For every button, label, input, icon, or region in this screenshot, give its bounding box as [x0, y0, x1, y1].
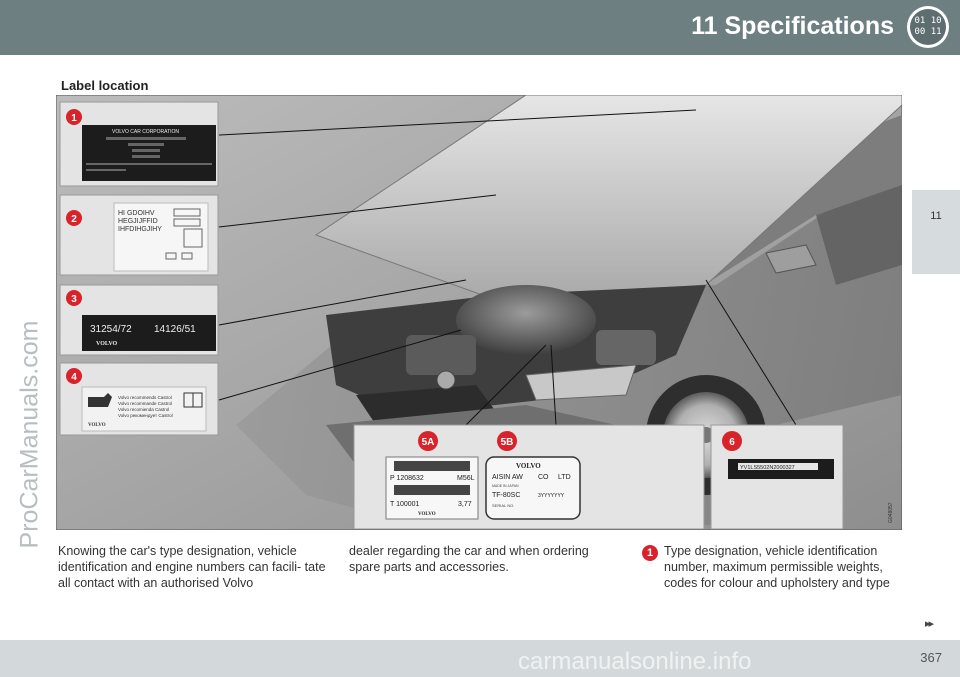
label-5b-model: TF-80SC	[492, 492, 520, 499]
volvo-emblem	[436, 370, 456, 390]
label-3-panel: 31254/72 14126/51 VOLVO 3	[59, 284, 219, 356]
callout-5a	[418, 431, 438, 451]
svg-text:4: 4	[71, 372, 77, 383]
chapter-code-bottom: 00 11	[914, 27, 942, 37]
chapter-code: 01 10 00 11	[910, 9, 946, 45]
label-3-left-code: 31254/72	[90, 324, 132, 335]
svg-text:1: 1	[71, 113, 77, 124]
item-1-badge: 1	[642, 545, 658, 561]
section-title: Label location	[61, 78, 149, 93]
label-5a-model: M56L	[457, 475, 475, 482]
figure-code: G048057	[888, 502, 894, 523]
chapter-code-top: 01 10	[914, 16, 942, 26]
callout-2	[66, 210, 82, 226]
chapter-title: 11 Specifications	[691, 12, 894, 40]
label-2-line-2: HEGJIJFFID	[118, 218, 158, 225]
label-location-figure: VOLVO CAR CORPORATION 1 HI GDOIHV HEGJIJ…	[56, 95, 902, 530]
label-5-panel: 5A 5B P 1208632 M56L T 100001 3,77 VOLVO…	[353, 424, 705, 530]
engine-component	[596, 330, 656, 365]
vertical-watermark: ProCarManuals.com	[10, 230, 50, 630]
label-5b-serial: SERIAL NO.	[492, 503, 514, 508]
item-1-text: Type designation, vehicle identification…	[664, 544, 890, 590]
label-5a-ratio: 3,77	[458, 501, 472, 508]
svg-text:3: 3	[71, 294, 77, 305]
label-5b-co: CO	[538, 474, 549, 481]
page-footer: carmanualsonline.info 367	[0, 640, 960, 677]
label-6-panel: 6 YV1LS5502N2000327	[710, 424, 844, 530]
label-5a-brand: VOLVO	[418, 512, 436, 517]
label-5b	[485, 456, 581, 520]
body-text-col-1: Knowing the car's type designation, vehi…	[58, 544, 326, 590]
callout-6	[722, 431, 742, 451]
page-number: 367	[920, 650, 942, 665]
label-4-brand: VOLVO	[88, 423, 106, 428]
label-6-vin: YV1LS5502N2000327	[740, 465, 795, 471]
label-4-line-3: Volvo recomienda Castrol	[118, 407, 169, 412]
leader-lines	[218, 109, 797, 426]
label-5b-brand: VOLVO	[516, 462, 541, 470]
label-1-panel: VOLVO CAR CORPORATION 1	[59, 101, 219, 187]
label-1-heading: VOLVO CAR CORPORATION	[112, 129, 179, 135]
label-5a-serial: T 100001	[390, 501, 420, 508]
svg-text:2: 2	[71, 214, 77, 225]
engine-component	[406, 335, 476, 375]
label-5b-code: 3YYYYYYY	[538, 493, 565, 499]
watermark-text: ProCarManuals.com	[15, 320, 44, 549]
label-5a-part-number: P 1208632	[390, 475, 424, 482]
oil-can-icon	[88, 393, 112, 407]
label-2-panel: HI GDOIHV HEGJIJFFID IHFDIHGJIHY 2	[59, 194, 219, 276]
label-3-brand: VOLVO	[96, 341, 118, 347]
chapter-side-tab[interactable]: 11	[912, 190, 960, 274]
svg-text:5A: 5A	[422, 437, 435, 448]
next-page-arrows-icon[interactable]: ▸▸	[925, 618, 934, 630]
chapter-badge-icon: 01 10 00 11	[907, 6, 949, 48]
svg-text:6: 6	[729, 437, 735, 448]
book-icon	[183, 392, 203, 408]
callout-1	[66, 109, 82, 125]
car-side-window	[816, 185, 902, 285]
label-4-line-4: Volvo рекомендует Castrol	[118, 413, 173, 418]
callout-4	[66, 368, 82, 384]
body-text-col-2: dealer regarding the car and when orderi…	[349, 544, 589, 574]
label-3-right-code: 14126/51	[154, 324, 196, 335]
engine-cover	[456, 285, 596, 355]
label-4-panel: Volvo recommends Castrol Volvo recommand…	[59, 362, 219, 436]
label-2-line-3: IHFDIHGJIHY	[118, 226, 162, 233]
label-5b-maker: AISIN AW	[492, 474, 523, 481]
footer-watermark: carmanualsonline.info	[518, 648, 752, 675]
side-mirror	[765, 244, 817, 274]
label-4-line-1: Volvo recommends Castrol	[118, 395, 172, 400]
label-5b-ltd: LTD	[558, 474, 571, 481]
label-4-line-2: Volvo recommande Castrol	[118, 401, 172, 406]
label-2-line-1: HI GDOIHV	[118, 210, 155, 217]
callout-3	[66, 290, 82, 306]
callout-5b	[497, 431, 517, 451]
svg-text:5B: 5B	[501, 437, 514, 448]
page-header: 11 Specifications 01 10 00 11	[0, 0, 960, 55]
side-tab-label: 11	[930, 210, 942, 222]
label-5b-made-in: MADE IN JAPAN	[492, 484, 519, 488]
